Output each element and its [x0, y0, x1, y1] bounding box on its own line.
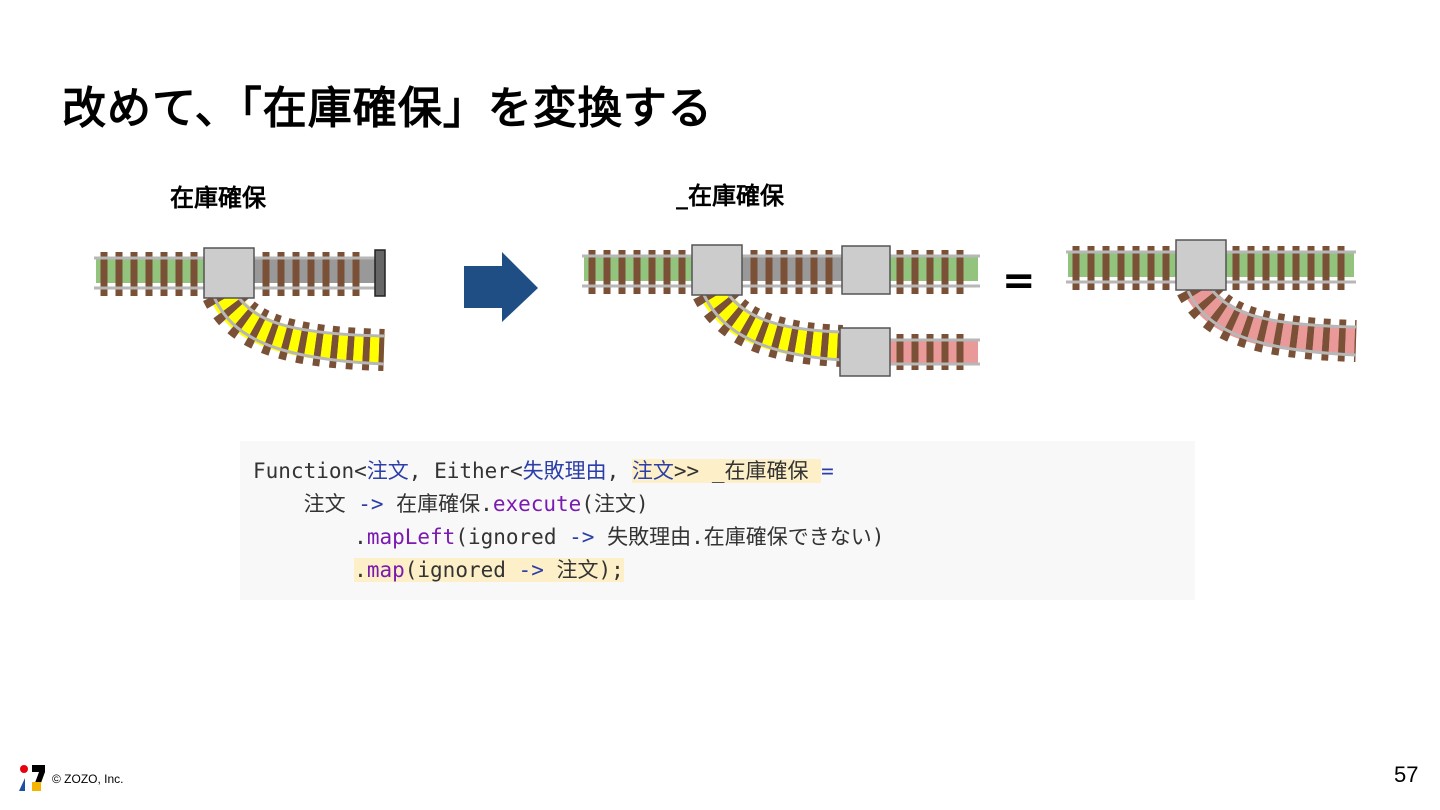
copyright-text: © ZOZO, Inc.: [52, 772, 124, 786]
code-text: Function<注文, Either<失敗理由, 注文>> _在庫確保 = 注…: [240, 441, 1195, 587]
page-title: 改めて、「在庫確保」を変換する: [62, 83, 713, 134]
left-railway-switch: [94, 247, 386, 371]
switch-box: [1175, 239, 1227, 291]
equals-sign: =: [1002, 258, 1036, 304]
right-railway-switch: [1066, 239, 1357, 362]
transform-arrow-icon: [464, 252, 538, 322]
middle-railway-switch: [582, 244, 980, 377]
code-line-4: .map(ignored -> 注文);: [354, 558, 624, 582]
diagram-label-left: 在庫確保: [170, 184, 266, 212]
railway-diagram: [94, 239, 1357, 377]
adapter-box-failure: [839, 327, 891, 377]
code-block: Function<注文, Either<失敗理由, 注文>> _在庫確保 = 注…: [240, 441, 1195, 600]
code-line-1: Function<注文, Either<失敗理由, 注文>> _在庫確保 =: [253, 459, 834, 483]
page-number: 57: [1394, 762, 1419, 787]
adapter-box-success: [841, 245, 891, 295]
switch-box: [203, 247, 255, 299]
switch-box: [691, 244, 743, 296]
buffer-stop-icon: [374, 249, 386, 297]
code-line-3: .mapLeft(ignored -> 失敗理由.在庫確保できない): [354, 525, 885, 549]
zozo-logo-icon: [19, 765, 45, 791]
diagram-label-middle: _在庫確保: [676, 182, 784, 210]
left-curve-track: [203, 282, 385, 371]
code-line-2: 注文 -> 在庫確保.execute(注文): [253, 492, 649, 516]
